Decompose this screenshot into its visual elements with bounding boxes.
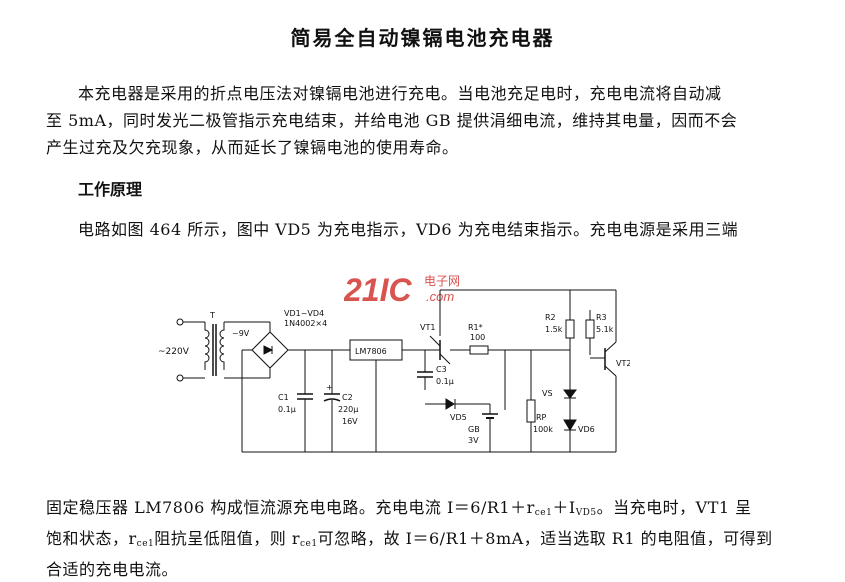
secondary-voltage-label: ~9V [232, 329, 250, 338]
intro-line-1: 本充电器是采用的折点电压法对镍镉电池进行充电。当电池充足电时，充电电流将自动减 [78, 84, 722, 103]
r1-resistor [469, 345, 489, 355]
logo-main-text: 21IC [344, 272, 412, 307]
logo-cn-text: 电子网 [424, 274, 460, 288]
vd6-led [563, 419, 577, 431]
gb-label: GB [468, 425, 480, 434]
vs-label: VS [542, 389, 553, 398]
rp-value: 100k [533, 425, 553, 434]
analysis-line-2: 饱和状态，rce1阻抗呈低阻值，则 rce1可忽略，故 I＝6/R1＋8mA，适… [46, 529, 773, 549]
c3-label: C3 [436, 365, 447, 374]
bridge-rectifier [251, 331, 289, 369]
r1-value: 100 [470, 333, 485, 342]
c3-value: 0.1μ [436, 377, 454, 386]
site-logo: 21IC 电子网 .com [344, 272, 460, 307]
r3-label: R3 [596, 313, 607, 322]
bridge-label: VD1~VD4 [284, 309, 324, 318]
intro-paragraph: 本充电器是采用的折点电压法对镍镉电池进行充电。当电池充足电时，充电电流将自动减 … [46, 80, 790, 161]
vt1-label: VT1 [420, 323, 435, 332]
r3-resistor [585, 319, 595, 339]
c1-value: 0.1μ [278, 405, 296, 414]
c1-label: C1 [278, 393, 289, 402]
bridge-part-label: 1N4002×4 [284, 319, 327, 328]
input-terminal-bottom [176, 374, 184, 382]
c2-voltage: 16V [342, 417, 358, 426]
r2-resistor [565, 319, 575, 339]
vt2-label: VT2 [616, 359, 630, 368]
input-voltage-label: ~220V [158, 347, 190, 357]
circuit-diagram: ~220V T ~9V VD1~VD4 1N4002×4 C1 0.1μ + C… [158, 289, 630, 453]
analysis-line-1: 固定稳压器 LM7806 构成恒流源充电电路。充电电流 I＝6/R1＋rce1＋… [46, 498, 752, 518]
vd6-label: VD6 [578, 425, 595, 434]
transformer-primary [204, 322, 210, 370]
analysis-paragraph: 固定稳压器 LM7806 构成恒流源充电电路。充电电流 I＝6/R1＋rce1＋… [46, 495, 806, 582]
document-title: 简易全自动镍镉电池充电器 [290, 26, 555, 50]
intro-line-2: 至 5mA，同时发光二极管指示充电结束，并给电池 GB 提供涓细电流，维持其电量… [46, 111, 738, 130]
gb-value: 3V [468, 436, 479, 445]
r2-label: R2 [545, 313, 556, 322]
rp-potentiometer [526, 399, 536, 423]
r2-value: 1.5k [545, 325, 563, 334]
transformer-label: T [209, 311, 215, 320]
intro-line-3: 产生过充及欠充现象，从而延长了镍镉电池的使用寿命。 [46, 138, 459, 157]
rp-label: RP [536, 413, 547, 422]
svg-text:+: + [326, 383, 333, 392]
transformer-secondary [219, 322, 225, 370]
analysis-line-3: 合适的充电电流。 [46, 560, 179, 579]
c2-label: C2 [342, 393, 353, 402]
input-terminal-top [176, 318, 184, 326]
circuit-description-paragraph: 电路如图 464 所示，图中 VD5 为充电指示，VD6 为充电结束指示。充电电… [78, 220, 739, 239]
regulator-label: LM7806 [355, 347, 387, 356]
r1-label: R1* [468, 323, 483, 332]
vd5-label: VD5 [450, 413, 467, 422]
vd5-led [445, 398, 455, 410]
section-heading: 工作原理 [78, 180, 143, 199]
vs-zener [563, 389, 577, 399]
r3-value: 5.1k [596, 325, 614, 334]
c2-value: 220μ [338, 405, 358, 414]
